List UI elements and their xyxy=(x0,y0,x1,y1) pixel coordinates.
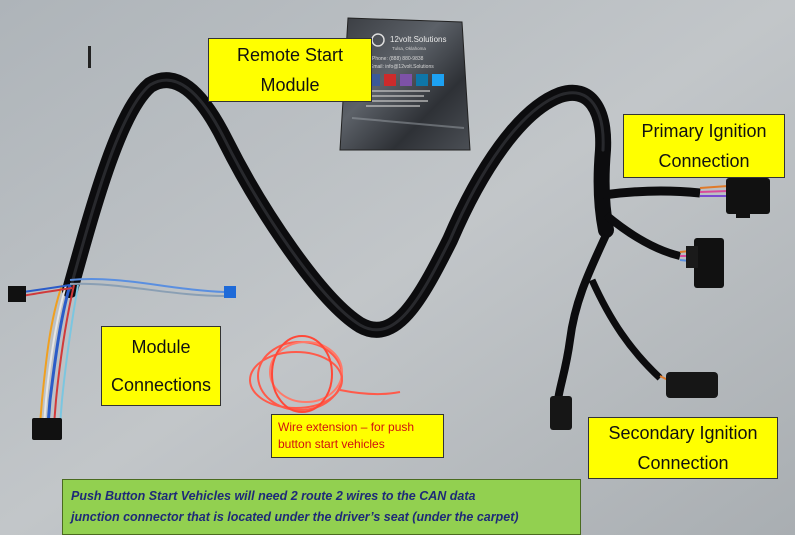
label-remote-start-module: Remote Start Module xyxy=(208,38,372,102)
label-module-connections: Module Connections xyxy=(101,326,221,406)
label-secondary-ignition: Secondary Ignition Connection xyxy=(588,417,778,479)
label-line: Remote Start xyxy=(236,45,344,65)
primary-connector-latch xyxy=(736,204,750,218)
secondary-connector-2 xyxy=(550,396,572,430)
label-line: Secondary Ignition xyxy=(608,423,758,443)
twitter-icon xyxy=(432,74,444,86)
module-connector-blue xyxy=(224,286,236,298)
label-line: Module xyxy=(260,75,320,95)
primary-branch xyxy=(602,186,701,200)
linkedin-icon xyxy=(416,74,428,86)
packet-tagline: Tulsa, Oklahoma xyxy=(392,46,426,51)
push-button-note: Push Button Start Vehicles will need 2 r… xyxy=(62,479,581,535)
primary-connector-2 xyxy=(694,238,724,288)
packet-phone: Phone: (888) 880-9838 xyxy=(372,56,424,62)
module-connector-small xyxy=(8,286,26,302)
youtube-icon xyxy=(384,74,396,86)
module-packet: 12volt.Solutions Tulsa, Oklahoma Phone: … xyxy=(339,17,471,151)
power-icon xyxy=(371,33,385,47)
module-connector-main xyxy=(32,418,62,440)
note-line: Push Button Start Vehicles will need 2 r… xyxy=(71,489,476,503)
wire-extension-coil xyxy=(249,335,401,413)
module-wire-bundle xyxy=(11,277,226,426)
label-line: Primary Ignition xyxy=(641,121,767,141)
label-line: Connections xyxy=(110,375,212,395)
note-line: junction connector that is located under… xyxy=(71,510,519,524)
mark xyxy=(88,46,91,68)
packet-email: Email: info@12volt.Solutions xyxy=(370,64,434,70)
secondary-branch-2 xyxy=(588,278,663,381)
label-line: Connection xyxy=(637,453,729,473)
label-line: Wire extension – for push xyxy=(278,420,415,434)
label-wire-extension: Wire extension – for push button start v… xyxy=(271,414,444,458)
primary-connector-2-tab xyxy=(686,246,698,268)
label-primary-ignition: Primary Ignition Connection xyxy=(623,114,785,178)
secondary-connector xyxy=(666,372,718,398)
label-line: Connection xyxy=(658,151,750,171)
label-line: Module xyxy=(131,337,191,357)
secondary-branch xyxy=(554,233,610,401)
cable-highlight xyxy=(68,78,605,332)
primary-branch-2 xyxy=(603,211,681,260)
instagram-icon xyxy=(400,74,412,86)
label-line: button start vehicles xyxy=(278,437,385,451)
packet-brand: 12volt.Solutions xyxy=(390,35,446,44)
